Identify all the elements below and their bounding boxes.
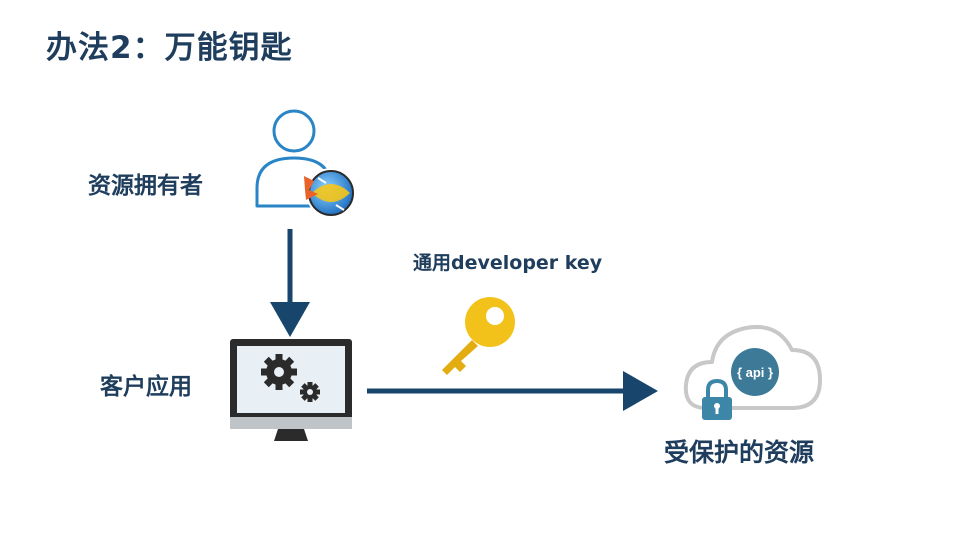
developer-key-label: 通用developer key <box>413 252 603 274</box>
key-icon <box>442 297 515 375</box>
lock-icon <box>702 378 732 420</box>
api-badge-text: { api } <box>737 365 773 380</box>
page-title: 办法2：万能钥匙 <box>46 30 293 66</box>
browser-globe-icon <box>304 168 356 218</box>
resource-owner-label: 资源拥有者 <box>88 173 203 199</box>
user-with-browser-icon <box>255 109 356 218</box>
cloud-api-lock-icon: { api } <box>683 325 822 420</box>
large-gear-icon <box>261 354 297 390</box>
small-gear-icon <box>300 382 320 402</box>
client-app-label: 客户应用 <box>100 374 192 400</box>
protected-resource-label: 受保护的资源 <box>664 438 815 467</box>
monitor-gears-icon <box>230 339 352 441</box>
